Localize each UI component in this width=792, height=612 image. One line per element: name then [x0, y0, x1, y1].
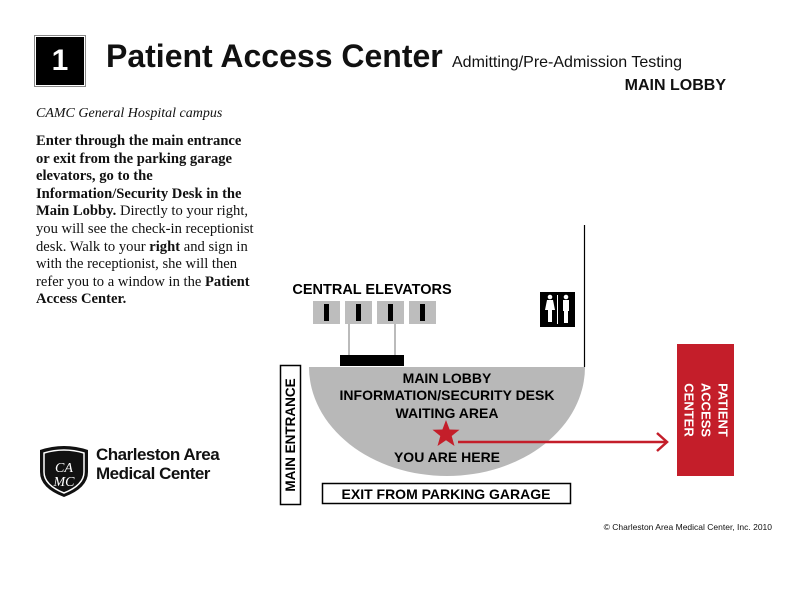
section-number-badge: 1: [34, 35, 86, 87]
destination-line-1: PATIENT: [716, 383, 731, 437]
you-are-here-star-icon: [432, 420, 460, 446]
lobby-label: MAIN LOBBY: [403, 370, 492, 386]
location-label: MAIN LOBBY: [624, 77, 726, 94]
page-title: Patient Access Center: [106, 38, 443, 74]
camc-shield-logo: CA MC: [40, 446, 88, 497]
you-are-here-label: YOU ARE HERE: [394, 449, 500, 465]
parking-exit-label: EXIT FROM PARKING GARAGE: [342, 486, 551, 502]
elevator-bank: [313, 301, 436, 366]
svg-text:MC: MC: [53, 475, 76, 490]
waiting-area-label: WAITING AREA: [396, 405, 499, 421]
directions-bold-1: Enter through the main entrance or exit …: [36, 133, 242, 220]
info-desk-label: INFORMATION/SECURITY DESK: [340, 387, 555, 403]
main-lobby-area: [309, 367, 585, 476]
main-entrance-label: MAIN ENTRANCE: [283, 378, 298, 491]
route-arrow-icon: [458, 432, 669, 452]
destination-line-3: CENTER: [682, 383, 697, 437]
directions-text-1: Directly to your right, you will see the…: [36, 203, 254, 255]
logo-line-1: Charleston Area: [96, 445, 220, 464]
logo-line-2: Medical Center: [96, 464, 210, 483]
directions-bold-2: right: [149, 238, 181, 255]
parking-exit-box: [321, 482, 572, 505]
patient-access-center-block: [677, 344, 734, 476]
directions-bold-3: Patient Access Center.: [36, 273, 250, 308]
copyright: © Charleston Area Medical Center, Inc. 2…: [603, 522, 772, 532]
directions-text-2: and sign in with the receptionist, she w…: [36, 238, 248, 290]
svg-text:CA: CA: [55, 461, 73, 476]
directions-text: Enter through the main entrance or exit …: [36, 133, 258, 309]
campus-label: CAMC General Hospital campus: [36, 106, 223, 121]
main-entrance-box: [279, 364, 302, 506]
section-number: 1: [51, 44, 69, 77]
page-subtitle: Admitting/Pre-Admission Testing: [452, 54, 683, 71]
restroom-icon: [540, 292, 575, 327]
elevators-label: CENTRAL ELEVATORS: [292, 282, 452, 298]
destination-line-2: ACCESS: [699, 383, 714, 438]
